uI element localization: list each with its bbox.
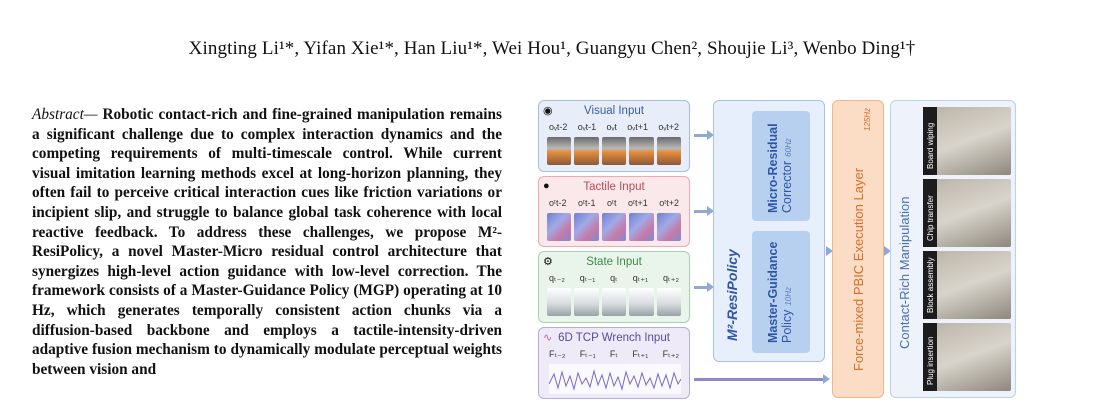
tactile-label: oᵗt+1 — [627, 198, 648, 208]
micro-residual-corrector: Micro-Residual Corrector 60Hz — [752, 111, 810, 221]
visual-frame — [629, 137, 654, 165]
visual-frames — [547, 137, 682, 165]
tactile-frame — [656, 213, 682, 241]
author-list: Xingting Li¹*, Yifan Xie¹*, Han Liu¹*, W… — [188, 38, 916, 59]
visual-frame — [601, 137, 627, 165]
contact-rich-title: Contact-Rich Manipulation — [897, 196, 912, 349]
micro-residual-hz: 60Hz — [784, 138, 793, 157]
pbic-title: Force-mixed PBIC Execution Layer — [851, 167, 866, 371]
state-label: qₜ₊₁ — [632, 273, 649, 283]
micro-residual-line1: Micro-Residual — [766, 123, 780, 213]
state-label: qₜ₋₂ — [549, 273, 565, 283]
master-guidance-policy: Master-Guidance Policy 10Hz — [752, 231, 810, 353]
wrench-input-title: 6D TCP Wrench Input — [558, 332, 670, 344]
wrench-label: Fₜ₊₂ — [662, 349, 679, 359]
tactile-label: oᵗt-2 — [549, 198, 567, 208]
robot-pose-image — [574, 288, 599, 316]
state-frames — [547, 288, 682, 316]
wrench-signal-plot — [549, 364, 681, 394]
visual-label: oᵥt+1 — [627, 122, 648, 132]
tactile-label: oᵗt+2 — [659, 198, 679, 208]
method-figure: ◉ Visual Input oᵥt-2 oᵥt-1 oᵥt oᵥt+1 oᵥt… — [530, 98, 1022, 403]
task-block-assembly: Block assembly — [923, 251, 1011, 319]
master-guidance-line2: Policy — [780, 309, 794, 343]
resipolicy-block: M²-ResiPolicy Micro-Residual Corrector 60… — [713, 100, 825, 362]
state-label: qₜ₊₂ — [663, 273, 679, 283]
visual-label: oᵥt-1 — [577, 122, 597, 132]
task-label: Block assembly — [926, 257, 935, 313]
visual-arrow — [694, 130, 714, 140]
state-arrow — [694, 282, 714, 292]
tactile-time-labels: oᵗt-2 oᵗt-1 oᵗt oᵗt+1 oᵗt+2 — [549, 198, 679, 208]
pbic-execution-layer: Force-mixed PBIC Execution Layer 125Hz — [832, 100, 884, 398]
tactile-arrow — [694, 206, 714, 216]
camera-icon: ◉ — [543, 105, 553, 117]
state-input-panel: ⚙ State Input qₜ₋₂ qₜ₋₁ qₜ qₜ₊₁ qₜ₊₂ — [538, 251, 690, 323]
master-guidance-hz: 10Hz — [784, 286, 793, 306]
state-label: qₜ — [610, 273, 618, 283]
micro-residual-label: Micro-Residual Corrector 60Hz — [766, 123, 796, 213]
abstract-lead: Abstract— — [32, 106, 98, 123]
state-label: qₜ₋₁ — [579, 273, 596, 283]
tactile-input-panel: ● Tactile Input oᵗt-2 oᵗt-1 oᵗt oᵗt+1 oᵗ… — [538, 176, 690, 247]
abstract-body: Robotic contact-rich and fine-grained ma… — [32, 106, 502, 378]
visual-time-labels: oᵥt-2 oᵥt-1 oᵥt oᵥt+1 oᵥt+2 — [549, 122, 679, 132]
visual-frame — [574, 137, 599, 165]
visual-input-panel: ◉ Visual Input oᵥt-2 oᵥt-1 oᵥt oᵥt+1 oᵥt… — [538, 100, 690, 172]
robot-pose-image — [601, 288, 627, 316]
robot-pose-image — [547, 288, 572, 316]
visual-label: oᵥt+2 — [658, 122, 679, 132]
task-chip-transfer: Chip transfer — [923, 179, 1011, 247]
state-input-title: State Input — [586, 256, 642, 268]
wrench-label: Fₜ₋₂ — [549, 349, 566, 359]
lightbulb-icon: ● — [543, 180, 550, 192]
task-label: Board wiping — [926, 122, 935, 169]
tactile-frame — [601, 213, 627, 241]
wave-icon: ∿ — [543, 332, 553, 344]
tactile-label: oᵗt-1 — [578, 198, 596, 208]
master-guidance-label: Master-Guidance Policy 10Hz — [766, 242, 796, 343]
visual-label: oᵥt-2 — [549, 122, 568, 132]
abstract: Abstract— Robotic contact-rich and fine-… — [32, 105, 502, 379]
wrench-label: Fₜ₊₁ — [632, 349, 649, 359]
task-plug-insertion: Plug insertion — [923, 323, 1011, 391]
task-label: Chip transfer — [926, 195, 935, 241]
visual-input-title: Visual Input — [584, 105, 644, 117]
tactile-label: oᵗt — [607, 198, 617, 208]
robot-pose-image — [656, 288, 682, 316]
robot-arm-icon: ⚙ — [543, 256, 553, 268]
task-label: Plug insertion — [926, 336, 935, 385]
visual-frame — [656, 137, 682, 165]
task-board-wiping: Board wiping — [923, 107, 1011, 175]
wrench-input-panel: ∿ 6D TCP Wrench Input Fₜ₋₂ Fₜ₋₁ Fₜ Fₜ₊₁ … — [538, 327, 690, 399]
micro-residual-line2: Corrector — [780, 160, 794, 213]
tactile-frame — [547, 213, 572, 241]
tactile-frame — [629, 213, 654, 241]
wrench-label: Fₜ — [609, 349, 619, 359]
wrench-arrow — [694, 374, 830, 384]
contact-rich-block: Contact-Rich Manipulation Board wiping C… — [890, 100, 1016, 398]
wrench-time-labels: Fₜ₋₂ Fₜ₋₁ Fₜ Fₜ₊₁ Fₜ₊₂ — [549, 349, 679, 360]
wrench-label: Fₜ₋₁ — [579, 349, 596, 359]
tactile-frames — [547, 213, 682, 241]
robot-pose-image — [629, 288, 654, 316]
tactile-frame — [574, 213, 599, 241]
state-time-labels: qₜ₋₂ qₜ₋₁ qₜ qₜ₊₁ qₜ₊₂ — [549, 273, 679, 284]
resipolicy-title: M²-ResiPolicy — [724, 249, 740, 341]
visual-label: oᵥt — [606, 122, 617, 132]
tactile-input-title: Tactile Input — [583, 181, 645, 193]
pbic-hz: 125Hz — [863, 107, 872, 131]
master-guidance-line1: Master-Guidance — [766, 241, 780, 343]
visual-frame — [547, 137, 572, 165]
